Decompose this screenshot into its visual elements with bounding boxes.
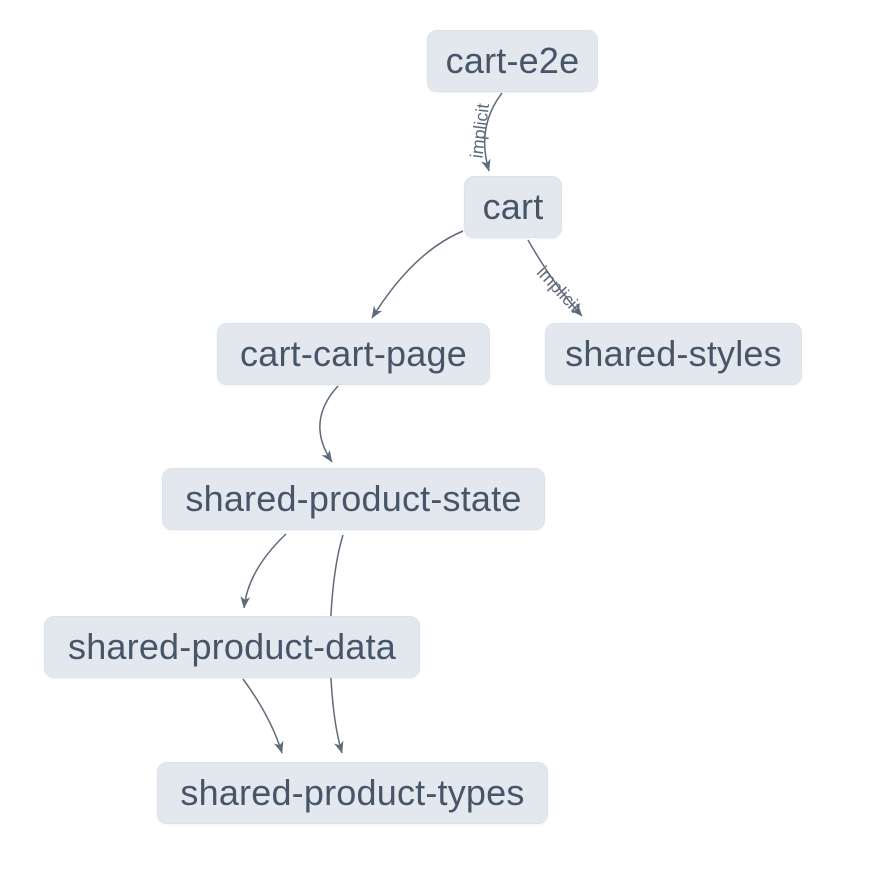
node-shared-product-types[interactable]: shared-product-types [157,762,548,824]
node-label: shared-product-state [185,478,522,519]
node-label: shared-styles [565,333,782,374]
node-label: cart [482,186,544,227]
edge-cart-to-shared-styles [527,239,583,317]
node-cart-cart-page[interactable]: cart-cart-page [217,323,490,385]
node-shared-styles[interactable]: shared-styles [545,323,802,385]
edge-shared-product-state-to-shared-product-data [240,533,287,609]
node-shared-product-state[interactable]: shared-product-state [162,468,545,530]
node-shared-product-data[interactable]: shared-product-data [44,616,420,678]
node-label: shared-product-data [68,626,396,667]
edge-cart-to-cart-cart-page [371,230,464,319]
edge-shared-product-data-to-shared-product-types [242,678,284,754]
edge-cart-e2e-to-cart [481,92,503,172]
node-label: cart-e2e [445,40,580,81]
node-cart[interactable]: cart [464,176,562,238]
edge-cart-cart-page-to-shared-product-state [319,385,339,463]
node-cart-e2e[interactable]: cart-e2e [427,30,598,92]
node-label: cart-cart-page [240,333,467,374]
edge-label-implicit: implicit [466,102,493,159]
node-label: shared-product-types [180,772,525,813]
edge-label-implicit: implicit [533,262,585,316]
